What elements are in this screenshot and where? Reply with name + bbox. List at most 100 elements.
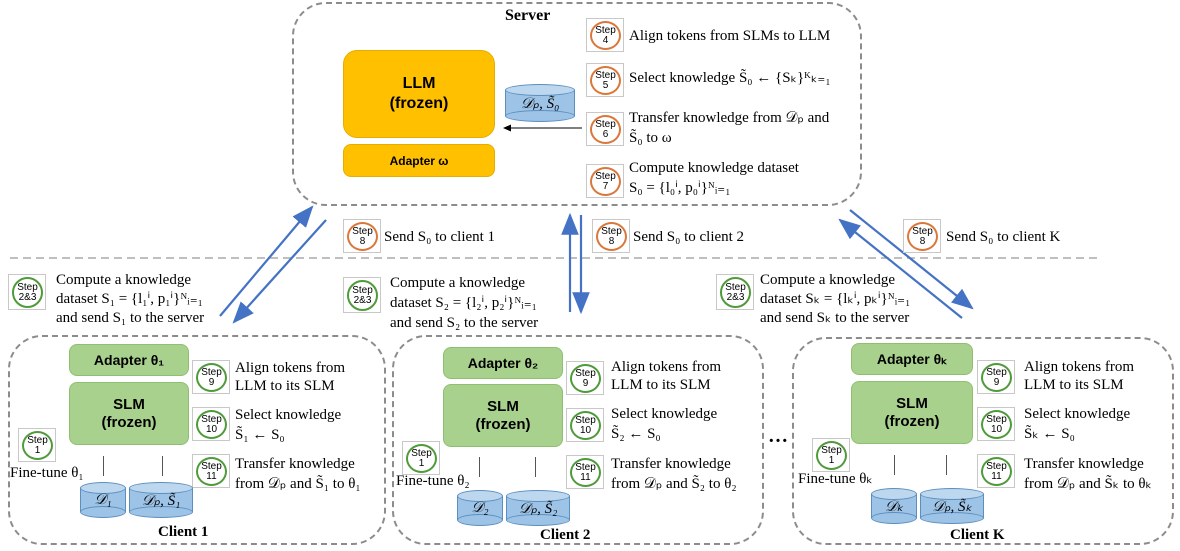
step-7-text-line2: S₀ = {l₀ⁱ, p₀ⁱ}ᴺᵢ₌₁	[629, 180, 731, 196]
clientK-private-dataset-label: 𝒟ₖ	[884, 499, 904, 515]
client2-finetune-label: Fine-tune θ₂	[396, 473, 470, 489]
client2-step1-badge: Step 1	[402, 441, 440, 475]
step-5-text: Select knowledge S̃₀ ← {Sₖ}ᴷₖ₌₁	[629, 70, 831, 86]
step-6-text-line2: S̃₀ to ω	[629, 130, 672, 146]
client1-step9-line2: LLM to its SLM	[235, 378, 335, 394]
upload-client1-line2: dataset S₁ = {l₁ⁱ, p₁ⁱ}ᴺᵢ₌₁	[56, 291, 203, 307]
clientK-step11-line2: from 𝒟ₚ and S̃ₖ to θₖ	[1024, 476, 1152, 492]
clientK-step9-line2: LLM to its SLM	[1024, 377, 1124, 393]
client1-private-dataset-label: 𝒟₁	[94, 492, 112, 508]
step-2-3-client1-badge: Step 2&3	[8, 274, 46, 310]
ellipsis: …	[768, 425, 788, 447]
client2-private-dataset-icon: 𝒟₂	[457, 490, 503, 526]
clientK-caption: Client K	[950, 527, 1005, 543]
step-7-text-line1: Compute knowledge dataset	[629, 160, 799, 176]
upload-clientK-line2: dataset Sₖ = {lₖⁱ, pₖⁱ}ᴺᵢ₌₁	[760, 291, 911, 307]
upload-client1-line1: Compute a knowledge	[56, 272, 191, 288]
client1-step1-badge: Step 1	[18, 428, 56, 462]
client1-slm-label: SLM	[113, 395, 145, 413]
client1-step9-badge: Step 9	[192, 360, 230, 394]
step-4-badge: Step 4	[586, 18, 624, 52]
clientK-box	[792, 337, 1174, 545]
clientK-public-dataset-icon: 𝒟ₚ, S̃ₖ	[920, 488, 984, 524]
client1-arrow-up-1	[103, 456, 104, 476]
client1-step9-line1: Align tokens from	[235, 360, 345, 376]
client2-step9-line1: Align tokens from	[611, 359, 721, 375]
step-7-badge: Step 7	[586, 164, 624, 198]
upload-client2-line2: dataset S₂ = {l₂ⁱ, p₂ⁱ}ᴺᵢ₌₁	[390, 295, 537, 311]
clientK-finetune-label: Fine-tune θₖ	[798, 471, 873, 487]
step-8-client1-text: Send S₀ to client 1	[384, 229, 496, 245]
clientK-slm-label: SLM	[896, 394, 928, 412]
client2-slm-frozen: (frozen)	[475, 415, 531, 433]
client1-step11-badge: Step 11	[192, 454, 230, 488]
llm-block: LLM (frozen)	[343, 50, 495, 138]
client1-public-dataset-label: 𝒟ₚ, S̃₁	[141, 493, 181, 509]
upload-clientK-line1: Compute a knowledge	[760, 272, 895, 288]
upload-client2-line1: Compute a knowledge	[390, 275, 525, 291]
client1-finetune-label: Fine-tune θ₁	[10, 465, 84, 481]
clientK-step9-badge: Step 9	[977, 360, 1015, 394]
server-title: Server	[505, 7, 551, 24]
arrow-server-to-clientK	[849, 209, 974, 310]
client1-caption: Client 1	[158, 524, 209, 540]
arrow-clientK-to-server	[838, 218, 963, 319]
client2-arrow-up-2	[535, 457, 536, 477]
clientK-step10-line2: S̃ₖ ← S₀	[1024, 426, 1075, 442]
client1-step11-line2: from 𝒟ₚ and S̃₁ to θ₁	[235, 476, 361, 492]
arrow-server-to-client1	[232, 219, 327, 324]
client2-public-dataset-icon: 𝒟ₚ, S̃₂	[506, 490, 570, 526]
client1-public-dataset-icon: 𝒟ₚ, S̃₁	[129, 482, 193, 518]
llm-label: LLM	[402, 75, 436, 92]
llm-frozen-label: (frozen)	[389, 95, 449, 112]
client1-step10-line1: Select knowledge	[235, 407, 342, 423]
clientK-public-dataset-label: 𝒟ₚ, S̃ₖ	[932, 499, 972, 515]
server-public-dataset-icon: 𝒟ₚ, S̃₀	[505, 84, 575, 122]
step-4-text: Align tokens from SLMs to LLM	[629, 28, 831, 44]
client2-step11-line2: from 𝒟ₚ and S̃₂ to θ₂	[611, 476, 737, 492]
client2-slm-label: SLM	[487, 397, 519, 415]
client2-step11-badge: Step 11	[566, 455, 604, 489]
server-adapter-label: Adapter ω	[389, 153, 449, 168]
client2-box	[392, 335, 764, 545]
clientK-step9-line1: Align tokens from	[1024, 359, 1134, 375]
client1-step11-line1: Transfer knowledge	[235, 456, 355, 472]
step-8-client2-text: Send S₀ to client 2	[633, 229, 745, 245]
client1-adapter-block: Adapter θ₁	[69, 344, 189, 376]
clientK-step10-badge: Step 10	[977, 407, 1015, 441]
clientK-step1-badge: Step 1	[812, 438, 850, 472]
clientK-slm-block: SLM (frozen)	[851, 381, 973, 444]
arrow-client1-to-server	[219, 205, 314, 317]
upload-clientK-line3: and send Sₖ to the server	[760, 310, 910, 326]
client1-box	[8, 335, 386, 545]
client1-step10-line2: S̃₁ ← S₀	[235, 427, 285, 443]
clientK-step10-line1: Select knowledge	[1024, 406, 1131, 422]
clientK-step11-badge: Step 11	[977, 454, 1015, 488]
step-8-client2-badge: Step 8	[592, 219, 630, 253]
client1-slm-block: SLM (frozen)	[69, 382, 189, 445]
step-6-badge: Step 6	[586, 112, 624, 146]
step-2-3-client2-badge: Step 2&3	[343, 277, 381, 313]
server-public-dataset-label: 𝒟ₚ, S̃₀	[520, 96, 560, 112]
server-adapter-block: Adapter ω	[343, 144, 495, 177]
client2-arrow-up-1	[479, 457, 480, 477]
client2-step10-badge: Step 10	[566, 408, 604, 442]
upload-client2-line3: and send S₂ to the server	[390, 315, 539, 331]
step-6-text-line1: Transfer knowledge from 𝒟ₚ and	[629, 110, 830, 126]
server-box	[292, 2, 862, 206]
step-8-clientK-badge: Step 8	[903, 219, 941, 253]
client1-step10-badge: Step 10	[192, 407, 230, 441]
client2-slm-block: SLM (frozen)	[443, 384, 563, 447]
client1-slm-frozen: (frozen)	[101, 413, 157, 431]
clientK-step11-line1: Transfer knowledge	[1024, 456, 1144, 472]
step-8-clientK-text: Send S₀ to client K	[946, 229, 1061, 245]
client2-step10-line2: S̃₂ ← S₀	[611, 426, 661, 442]
clientK-private-dataset-icon: 𝒟ₖ	[871, 488, 917, 524]
step-5-badge: Step 5	[586, 63, 624, 97]
client2-step9-badge: Step 9	[566, 361, 604, 395]
client1-arrow-up-2	[162, 456, 163, 476]
step-8-client1-badge: Step 8	[343, 219, 381, 253]
client2-adapter-block: Adapter θ₂	[443, 347, 563, 379]
client2-step10-line1: Select knowledge	[611, 406, 718, 422]
